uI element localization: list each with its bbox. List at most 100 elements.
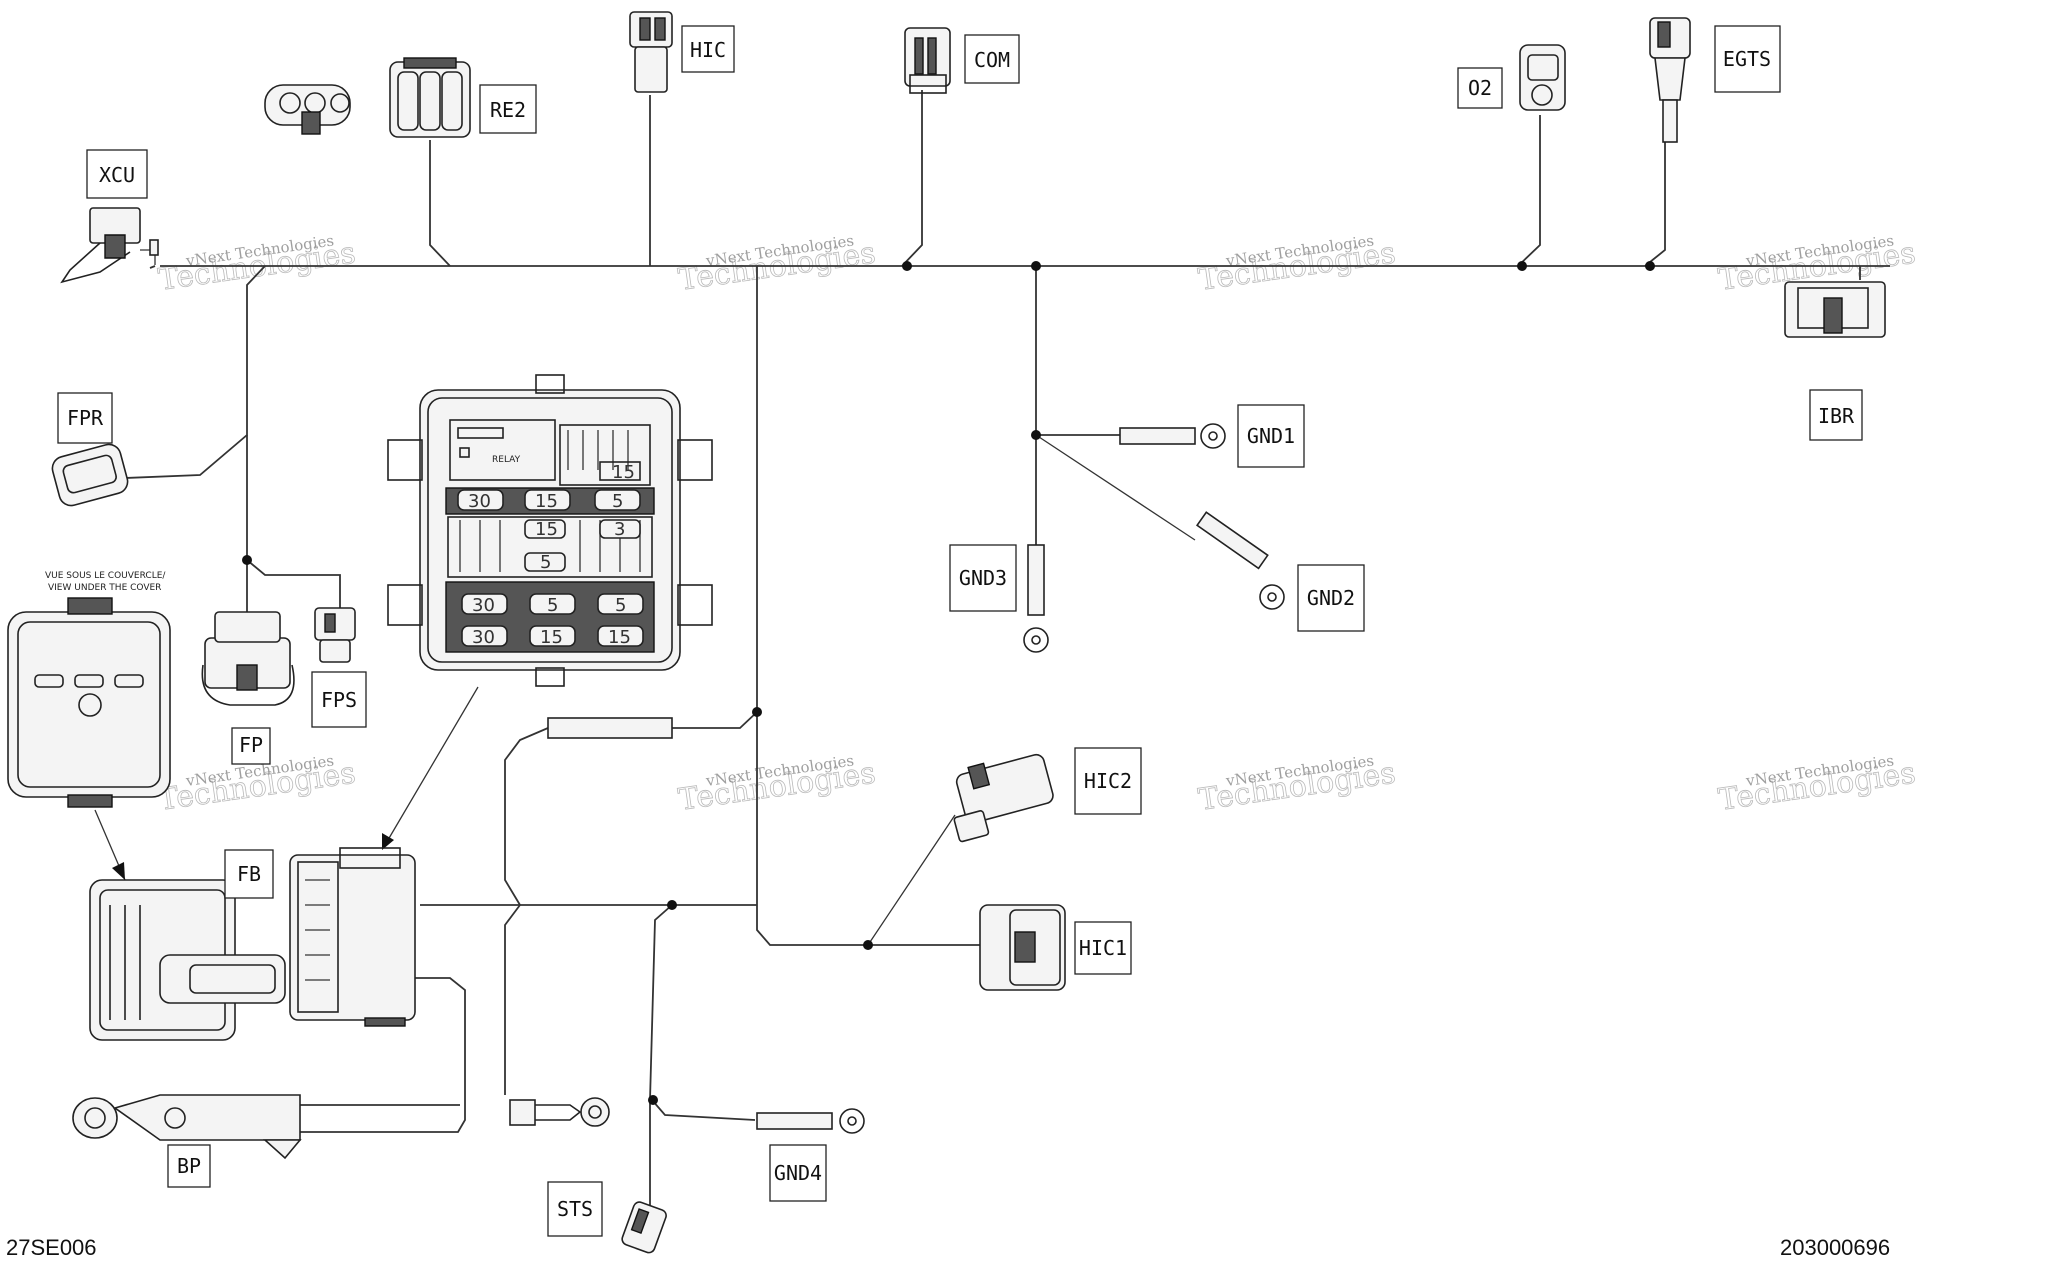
svg-text:STS: STS	[557, 1197, 593, 1221]
sts-wire	[649, 904, 673, 1235]
fuse-label: 30	[472, 595, 495, 616]
junction-dot	[1031, 261, 1041, 271]
junction-dot	[863, 940, 873, 950]
svg-text:IBR: IBR	[1818, 404, 1855, 428]
label-re2: RE2	[479, 84, 537, 134]
sts-connector	[621, 1201, 667, 1254]
svg-text:FP: FP	[239, 733, 263, 757]
hic2-wire	[867, 814, 956, 946]
svg-text:FPR: FPR	[67, 406, 104, 430]
fuse-label: 15	[540, 627, 563, 648]
aux-connector	[264, 84, 351, 135]
label-hic: HIC	[681, 25, 735, 73]
svg-text:GND1: GND1	[1247, 424, 1295, 448]
fuse-link-wire	[672, 711, 758, 729]
label-gnd2: GND2	[1297, 564, 1365, 632]
gnd4-terminal	[756, 1108, 865, 1134]
fuse-label: 5	[547, 595, 558, 616]
junction-dot	[752, 707, 762, 717]
hic1-connector	[979, 904, 1066, 991]
label-xcu: XCU	[86, 149, 148, 199]
gnd2-branch-wire	[1035, 434, 1196, 541]
fuse-label: 30	[472, 627, 495, 648]
fuse-label: 30	[468, 491, 491, 512]
fusebox: RELAY 15 30 15 5 15 3 5 30 5 5 30 15	[387, 374, 713, 687]
gnd4-wire	[651, 1099, 756, 1121]
fuse-label: 3	[614, 519, 625, 540]
o2-branch-wire	[1517, 115, 1541, 267]
gnd1-terminal	[1119, 423, 1226, 449]
ibr-connector	[1784, 281, 1886, 338]
junction-dot	[1517, 261, 1527, 271]
fuse-label: 5	[612, 491, 623, 512]
fps-connector	[314, 607, 356, 663]
fuse-label: 5	[540, 552, 551, 573]
junction-dot	[1645, 261, 1655, 271]
battery-wire	[504, 727, 549, 1095]
svg-text:GND4: GND4	[774, 1161, 822, 1185]
label-bp: BP	[167, 1144, 211, 1188]
fusebox-arrow-head	[382, 833, 394, 850]
label-ibr: IBR	[1809, 389, 1863, 441]
label-hic2: HIC2	[1074, 747, 1142, 815]
drawing-reference-left: 27SE006	[6, 1235, 97, 1260]
junction-dot	[648, 1095, 658, 1105]
fuse-label: 15	[608, 627, 631, 648]
wires	[94, 90, 1890, 1235]
fuse-label: 15	[612, 462, 635, 483]
re2-branch-wire	[429, 140, 451, 267]
egts-branch-wire	[1644, 140, 1666, 267]
battery-ring-terminal	[509, 1097, 610, 1127]
hic2-connector	[953, 753, 1054, 843]
svg-text:HIC1: HIC1	[1079, 936, 1127, 960]
junction-dot	[242, 555, 252, 565]
label-gnd3: GND3	[949, 544, 1017, 612]
label-o2: O2	[1457, 67, 1503, 109]
label-sts: STS	[547, 1181, 603, 1237]
junctions	[242, 261, 1655, 1105]
label-fb: FB	[224, 849, 274, 899]
fuse-label: 15	[535, 491, 558, 512]
drawing-reference-right: 203000696	[1780, 1235, 1890, 1260]
label-fps: FPS	[311, 671, 367, 728]
gnd3-terminal	[1023, 544, 1049, 653]
junction-dot	[667, 900, 677, 910]
cover-arrow-head	[112, 862, 125, 880]
junction-dot	[1031, 430, 1041, 440]
svg-text:GND3: GND3	[959, 566, 1007, 590]
label-hic1: HIC1	[1074, 921, 1132, 975]
hic1-trunk-wire	[756, 712, 868, 946]
xcu-connector	[60, 207, 159, 284]
junction-dot	[902, 261, 912, 271]
svg-text:HIC2: HIC2	[1084, 769, 1132, 793]
com-connector	[904, 27, 951, 94]
inline-fuse	[547, 717, 673, 739]
gnd2-terminal	[1195, 511, 1285, 610]
relay-label: RELAY	[492, 455, 521, 465]
fuse-label: 15	[535, 519, 558, 540]
fusebox-cover: VUE SOUS LE COUVERCLE/ VIEW UNDER THE CO…	[7, 571, 171, 808]
bp-wire	[300, 977, 466, 1133]
svg-text:O2: O2	[1468, 76, 1492, 100]
label-egts: EGTS	[1714, 25, 1781, 93]
label-gnd4: GND4	[769, 1144, 827, 1202]
label-gnd1: GND1	[1237, 404, 1305, 468]
xcu-wire	[149, 265, 156, 269]
fpr-branch-wire	[124, 265, 266, 479]
com-branch-wire	[901, 90, 923, 267]
svg-text:EGTS: EGTS	[1723, 47, 1771, 71]
fusebox-arrow-line	[384, 686, 479, 846]
fpr-connector	[51, 443, 129, 507]
bp-terminal	[72, 1094, 302, 1160]
svg-text:HIC: HIC	[690, 38, 726, 62]
fb-assembly	[89, 847, 416, 1041]
cover-caption: VIEW UNDER THE COVER	[48, 583, 161, 593]
svg-text:FPS: FPS	[321, 688, 357, 712]
svg-text:GND2: GND2	[1307, 586, 1355, 610]
re2-connector	[389, 57, 471, 138]
label-com: COM	[964, 34, 1020, 84]
svg-text:BP: BP	[177, 1154, 201, 1178]
label-fp: FP	[231, 727, 271, 765]
o2-connector	[1519, 44, 1566, 111]
